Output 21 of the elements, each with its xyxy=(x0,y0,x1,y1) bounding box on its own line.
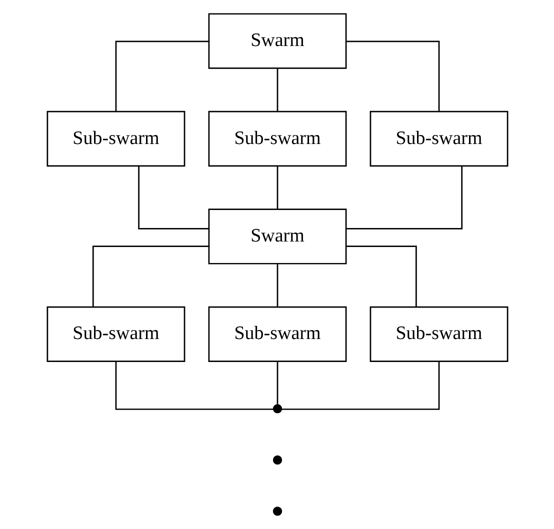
node-box: Sub-swarm xyxy=(369,110,508,167)
node-box: Sub-swarm xyxy=(208,306,346,362)
connector xyxy=(346,246,416,307)
connector xyxy=(276,166,278,210)
connector xyxy=(114,40,208,112)
node-box: Sub-swarm xyxy=(46,110,185,167)
connector xyxy=(276,264,278,307)
connector xyxy=(346,166,462,230)
connector xyxy=(138,166,208,230)
connector xyxy=(281,362,440,410)
node-box: Sub-swarm xyxy=(369,306,508,362)
connector xyxy=(92,246,208,307)
node-box: Swarm xyxy=(208,208,346,264)
connector xyxy=(276,362,278,404)
node-box: Sub-swarm xyxy=(46,306,185,362)
node-box: Swarm xyxy=(208,13,346,69)
connector xyxy=(276,68,278,112)
connector xyxy=(346,40,440,112)
node-dots xyxy=(272,404,282,414)
node-box: Sub-swarm xyxy=(208,110,346,167)
connector xyxy=(114,362,273,410)
